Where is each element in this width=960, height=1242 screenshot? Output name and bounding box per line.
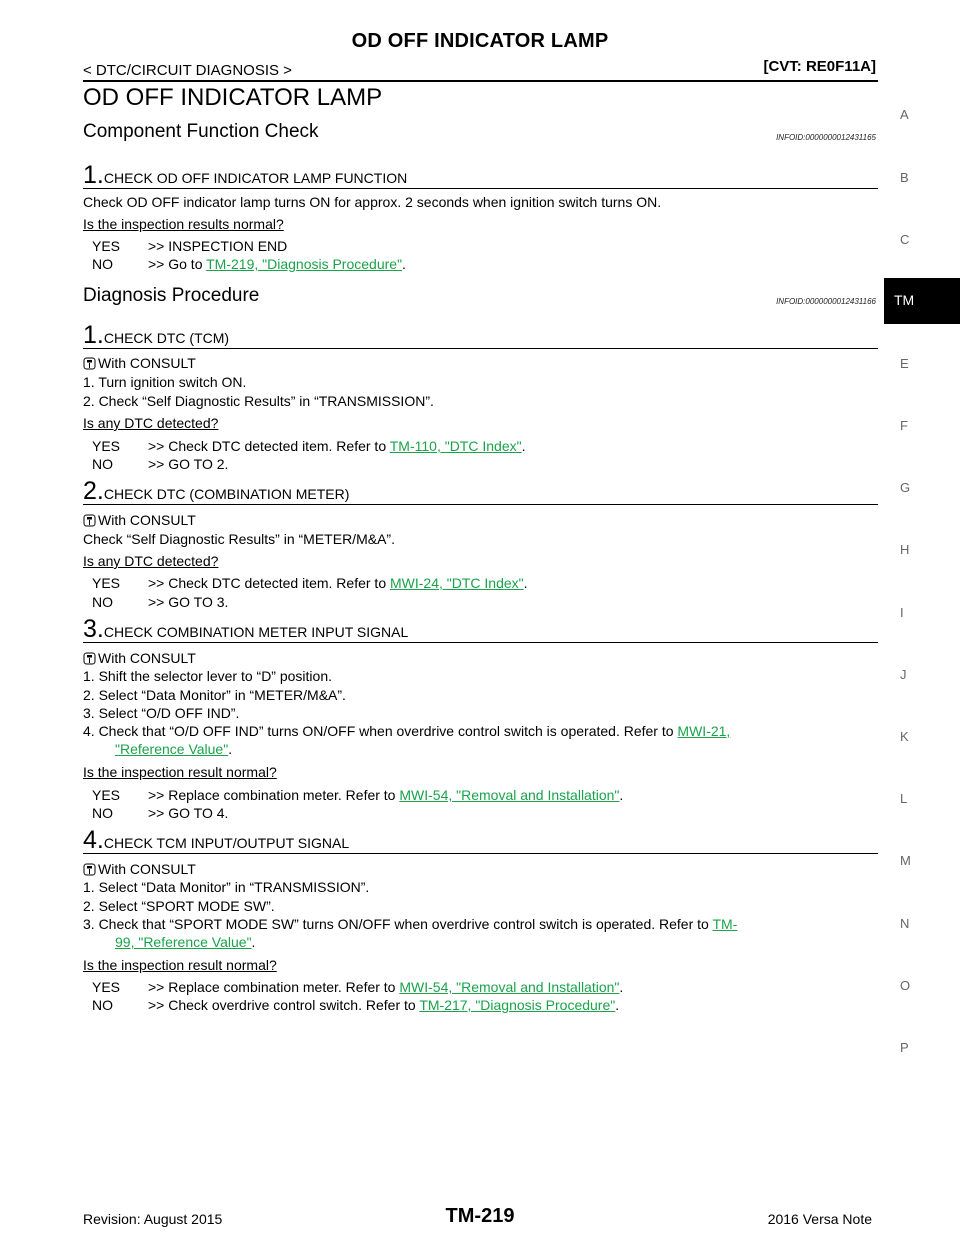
side-index-letter[interactable]: N	[900, 916, 910, 931]
consult-note: With CONSULT	[83, 861, 196, 877]
side-index-letter[interactable]: F	[900, 418, 908, 433]
question: Is the inspection result normal?	[83, 764, 277, 780]
header-rule	[83, 80, 878, 82]
info-id: INFOID:0000000012431165	[776, 133, 876, 142]
footer-page-number: TM-219	[445, 1205, 515, 1227]
answer-yes: YES>> Check DTC detected item. Refer to …	[92, 438, 526, 454]
consult-icon	[83, 357, 96, 370]
step-number: 3.	[83, 615, 104, 643]
answer-yes: YES>> INSPECTION END	[92, 238, 288, 254]
step-number: 4.	[83, 826, 104, 854]
side-index-active-tab[interactable]: TM	[884, 278, 960, 324]
answer-yes: YES>> Replace combination meter. Refer t…	[92, 787, 624, 803]
list-item: 1. Select “Data Monitor” in “TRANSMISSIO…	[83, 879, 370, 895]
answer-no: NO>> Go to TM-219, "Diagnosis Procedure"…	[92, 256, 406, 272]
consult-note: With CONSULT	[83, 355, 196, 371]
link-reference-value[interactable]: "Reference Value"	[115, 741, 229, 757]
list-item: 1. Turn ignition switch ON.	[83, 374, 247, 390]
consult-icon	[83, 514, 96, 527]
question: Is any DTC detected?	[83, 415, 219, 431]
section-title-diagnosis: Diagnosis Procedure	[83, 285, 260, 306]
list-item: 1. Shift the selector lever to “D” posit…	[83, 668, 332, 684]
answer-yes: YES>> Replace combination meter. Refer t…	[92, 979, 624, 995]
side-index-letter[interactable]: P	[900, 1040, 909, 1055]
step-header: 2.CHECK DTC (COMBINATION METER)	[83, 479, 878, 505]
link-tm-219[interactable]: TM-219, "Diagnosis Procedure"	[206, 256, 403, 272]
side-index-letter[interactable]: E	[900, 356, 909, 371]
step-number: 1.	[83, 321, 104, 349]
side-index-letter[interactable]: C	[900, 232, 910, 247]
question: Is any DTC detected?	[83, 553, 219, 569]
footer-model: 2016 Versa Note	[767, 1211, 872, 1227]
step-body: Check OD OFF indicator lamp turns ON for…	[83, 194, 662, 210]
link-mwi-54[interactable]: MWI-54, "Removal and Installation"	[399, 787, 620, 803]
side-index-letter[interactable]: G	[900, 480, 911, 495]
side-index-letter[interactable]: H	[900, 542, 910, 557]
step-header: 4.CHECK TCM INPUT/OUTPUT SIGNAL	[83, 828, 878, 854]
side-index-letter[interactable]: M	[900, 853, 911, 868]
question: Is the inspection results normal?	[83, 216, 284, 232]
consult-icon	[83, 863, 96, 876]
list-item: 2. Select “Data Monitor” in “METER/M&A”.	[83, 687, 346, 703]
step-number: 2.	[83, 477, 104, 505]
consult-icon	[83, 652, 96, 665]
step-header: 1.CHECK DTC (TCM)	[83, 323, 878, 349]
page-title: OD OFF INDICATOR LAMP	[83, 84, 383, 111]
list-item: 4. Check that “O/D OFF IND” turns ON/OFF…	[83, 723, 731, 739]
side-index-letter[interactable]: K	[900, 729, 909, 744]
side-index-letter[interactable]: O	[900, 978, 911, 993]
step-header: 3.CHECK COMBINATION METER INPUT SIGNAL	[83, 617, 878, 643]
section-code: [CVT: RE0F11A]	[763, 58, 876, 75]
side-index-letter[interactable]: J	[900, 667, 907, 682]
side-index-letter[interactable]: A	[900, 107, 909, 122]
footer-revision: Revision: August 2015	[83, 1211, 223, 1227]
link-tm-99[interactable]: TM-	[712, 916, 738, 932]
answer-no: NO>> Check overdrive control switch. Ref…	[92, 997, 620, 1013]
answer-no: NO>> GO TO 2.	[92, 456, 229, 472]
answer-yes: YES>> Check DTC detected item. Refer to …	[92, 575, 528, 591]
step-title: CHECK OD OFF INDICATOR LAMP FUNCTION	[103, 170, 408, 186]
consult-note: With CONSULT	[83, 650, 196, 666]
list-item: 3. Select “O/D OFF IND”.	[83, 705, 240, 721]
side-tab-label: TM	[894, 292, 915, 308]
consult-note: With CONSULT	[83, 512, 196, 528]
header-title: OD OFF INDICATOR LAMP	[351, 30, 609, 52]
link-mwi-21[interactable]: MWI-21,	[677, 723, 731, 739]
step-title: CHECK DTC (COMBINATION METER)	[103, 486, 350, 502]
question: Is the inspection result normal?	[83, 957, 277, 973]
answer-no: NO>> GO TO 4.	[92, 805, 229, 821]
list-item-continued: "Reference Value".	[115, 741, 233, 757]
section-title-component-check: Component Function Check	[83, 121, 319, 142]
info-id: INFOID:0000000012431166	[776, 297, 876, 306]
list-item: 2. Check “Self Diagnostic Results” in “T…	[83, 393, 434, 409]
side-index-letter[interactable]: L	[900, 791, 908, 806]
link-tm-110[interactable]: TM-110, "DTC Index"	[389, 438, 522, 454]
answer-no: NO>> GO TO 3.	[92, 594, 229, 610]
step-number: 1.	[83, 161, 104, 189]
side-index-letter[interactable]: I	[900, 605, 904, 620]
step-title: CHECK TCM INPUT/OUTPUT SIGNAL	[103, 835, 350, 851]
link-mwi-24[interactable]: MWI-24, "DTC Index"	[390, 575, 524, 591]
link-reference-value[interactable]: 99, "Reference Value"	[115, 934, 252, 950]
step-body: Check “Self Diagnostic Results” in “METE…	[83, 531, 395, 547]
list-item-continued: 99, "Reference Value".	[115, 934, 256, 950]
step-title: CHECK DTC (TCM)	[103, 330, 230, 346]
list-item: 3. Check that “SPORT MODE SW” turns ON/O…	[83, 916, 738, 932]
step-header: 1.CHECK OD OFF INDICATOR LAMP FUNCTION	[83, 163, 878, 189]
side-index-letter[interactable]: B	[900, 170, 909, 185]
breadcrumb: < DTC/CIRCUIT DIAGNOSIS >	[83, 62, 292, 79]
list-item: 2. Select “SPORT MODE SW”.	[83, 898, 275, 914]
link-tm-217[interactable]: TM-217, "Diagnosis Procedure"	[419, 997, 616, 1013]
link-mwi-54[interactable]: MWI-54, "Removal and Installation"	[399, 979, 620, 995]
step-title: CHECK COMBINATION METER INPUT SIGNAL	[103, 624, 409, 640]
